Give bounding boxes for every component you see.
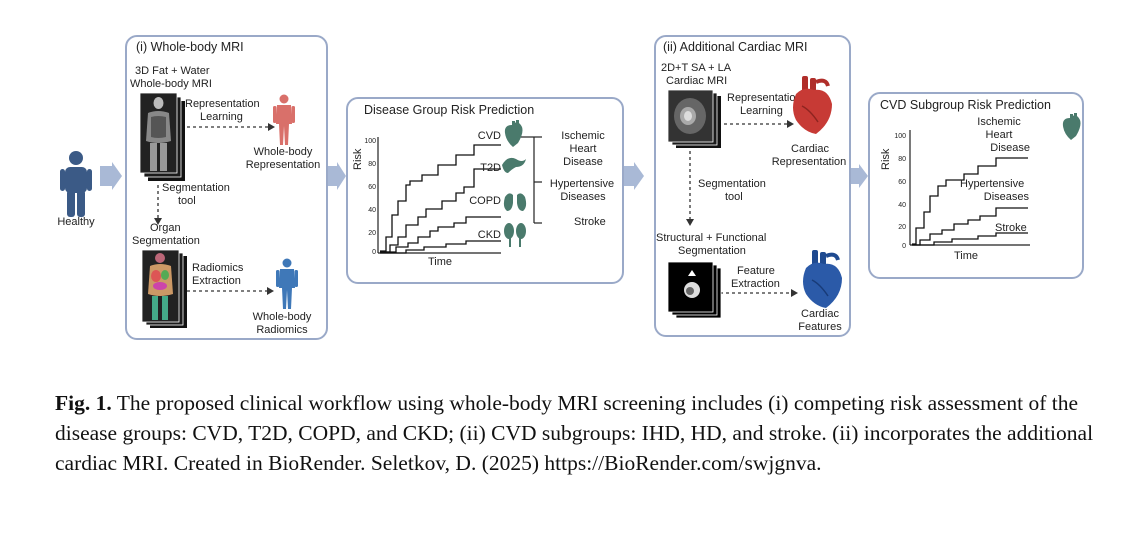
panel-cvd-subgroup-risk — [868, 92, 1084, 279]
panel3-title: (ii) Additional Cardiac MRI — [663, 40, 808, 54]
panel4-ytick: 60 — [898, 179, 906, 186]
disease-risk-chart — [377, 120, 542, 254]
cardiac-segmentation-image — [668, 262, 722, 318]
wb-mri-label-2: Whole-body MRI — [130, 78, 212, 90]
cvd-curve — [380, 144, 501, 252]
stroke-curve — [912, 232, 1028, 246]
cvd-label: CVD — [477, 130, 501, 142]
radiomics-label-2: Extraction — [192, 275, 241, 287]
dashed-arrows-panel3 — [686, 120, 798, 297]
feat-label-1: Feature — [737, 265, 775, 277]
panel4-title: CVD Subgroup Risk Prediction — [880, 98, 1051, 112]
wb-radiomics-label-2: Radiomics — [256, 324, 308, 336]
ihd-curve — [912, 157, 1028, 245]
card-repr-learning-1: Representation — [727, 92, 802, 104]
panel4-ytick: 0 — [902, 243, 906, 250]
ihd-label-2: Heart — [569, 143, 597, 155]
card-feat-label-1: Cardiac — [801, 308, 839, 320]
ckd-curve — [380, 240, 501, 254]
wb-mri-label-1: 3D Fat + Water — [135, 65, 210, 77]
healthy-label: Healthy — [57, 216, 95, 228]
figure-caption: Fig. 1. The proposed clinical workflow u… — [55, 388, 1095, 478]
panel4-ytick: 20 — [898, 224, 906, 231]
panel2-ytick: 100 — [364, 138, 376, 145]
flow-arrow-2 — [327, 162, 346, 190]
sub-stroke-label: Stroke — [995, 222, 1027, 234]
ckd-label: CKD — [477, 229, 501, 241]
panel2-ytick: 20 — [368, 230, 376, 237]
caption-text: The proposed clinical workflow using who… — [55, 391, 1094, 475]
cardiac-features-heart-icon — [803, 250, 842, 308]
wb-repr-label-2: Representation — [245, 159, 321, 171]
card-seg-tool-1: Segmentation — [698, 178, 766, 190]
panel2-title: Disease Group Risk Prediction — [364, 103, 535, 117]
organ-segmentation-image — [142, 250, 187, 328]
panel4-ytick: 80 — [898, 156, 906, 163]
panel2-ytick: 60 — [368, 184, 376, 191]
panel1-title: (i) Whole-body MRI — [136, 40, 244, 54]
card-seg-tool-2: tool — [725, 191, 743, 203]
panel2-xlabel: Time — [428, 256, 453, 268]
organ-seg-label-2: Segmentation — [132, 235, 200, 247]
sub-hd-label-1: Hypertensive — [960, 178, 1025, 190]
copd-label: COPD — [469, 195, 501, 207]
t2d-label: T2D — [480, 162, 501, 174]
hd-label-2: Diseases — [560, 191, 606, 203]
hd-label-1: Hypertensive — [549, 178, 615, 190]
wb-radiomics-label-1: Whole-body — [252, 311, 312, 323]
heart-icon — [1062, 113, 1081, 140]
cardiac-mri-image — [668, 90, 721, 148]
t2d-curve — [380, 168, 501, 253]
card-repr-learning-2: Learning — [740, 105, 783, 117]
pancreas-icon — [502, 157, 526, 173]
flow-arrow-4 — [851, 164, 868, 188]
stroke-label: Stroke — [574, 216, 606, 228]
dashed-arrows-panel1 — [154, 123, 275, 295]
cmri-label-2: Cardiac MRI — [666, 75, 728, 87]
struct-seg-label-2: Segmentation — [678, 245, 746, 257]
kidneys-icon — [504, 223, 526, 247]
panel4-ytick: 100 — [894, 133, 906, 140]
sub-hd-label-2: Diseases — [983, 191, 1029, 203]
card-repr-label-1: Cardiac — [791, 143, 829, 155]
sub-ihd-label-3: Disease — [990, 142, 1030, 154]
body-radiomics-icon — [276, 258, 298, 309]
card-repr-label-2: Representation — [771, 156, 847, 168]
lungs-icon — [503, 187, 527, 211]
panel2-ytick: 40 — [368, 207, 376, 214]
heart-icon — [504, 120, 523, 147]
panel2-ytick: 0 — [372, 249, 376, 256]
healthy-person-icon — [60, 151, 92, 217]
organ-seg-label-1: Organ — [150, 222, 181, 234]
seg-tool-label-2: tool — [178, 195, 196, 207]
flow-arrow-1 — [100, 162, 122, 190]
struct-seg-label-1: Structural + Functional — [656, 232, 767, 244]
wb-mri-image — [140, 93, 185, 181]
repr-learning-label-2: Learning — [200, 111, 243, 123]
ihd-label-1: Ischemic — [561, 130, 605, 142]
body-representation-icon — [273, 94, 295, 145]
cardiac-representation-heart-icon — [793, 76, 832, 134]
figure-label: Fig. 1. — [55, 391, 112, 415]
cmri-label-1: 2D+T SA + LA — [661, 62, 732, 74]
hd-curve — [912, 207, 1028, 246]
card-feat-label-2: Features — [798, 321, 842, 333]
wb-repr-label-1: Whole-body — [253, 146, 313, 158]
flow-arrow-3 — [624, 162, 644, 190]
ihd-label-3: Disease — [563, 156, 603, 168]
sub-ihd-label-1: Ischemic — [977, 116, 1021, 128]
panel4-xlabel: Time — [954, 250, 979, 262]
panel2-ytick: 80 — [368, 161, 376, 168]
cvd-subgroup-chart — [909, 113, 1081, 246]
sub-ihd-label-2: Heart — [985, 129, 1013, 141]
copd-curve — [380, 216, 501, 253]
seg-tool-label-1: Segmentation — [162, 182, 230, 194]
repr-learning-label-1: Representation — [185, 98, 260, 110]
feat-label-2: Extraction — [731, 278, 780, 290]
flow-arrows — [100, 162, 868, 190]
panel4-ytick: 40 — [898, 202, 906, 209]
radiomics-label-1: Radiomics — [192, 262, 244, 274]
